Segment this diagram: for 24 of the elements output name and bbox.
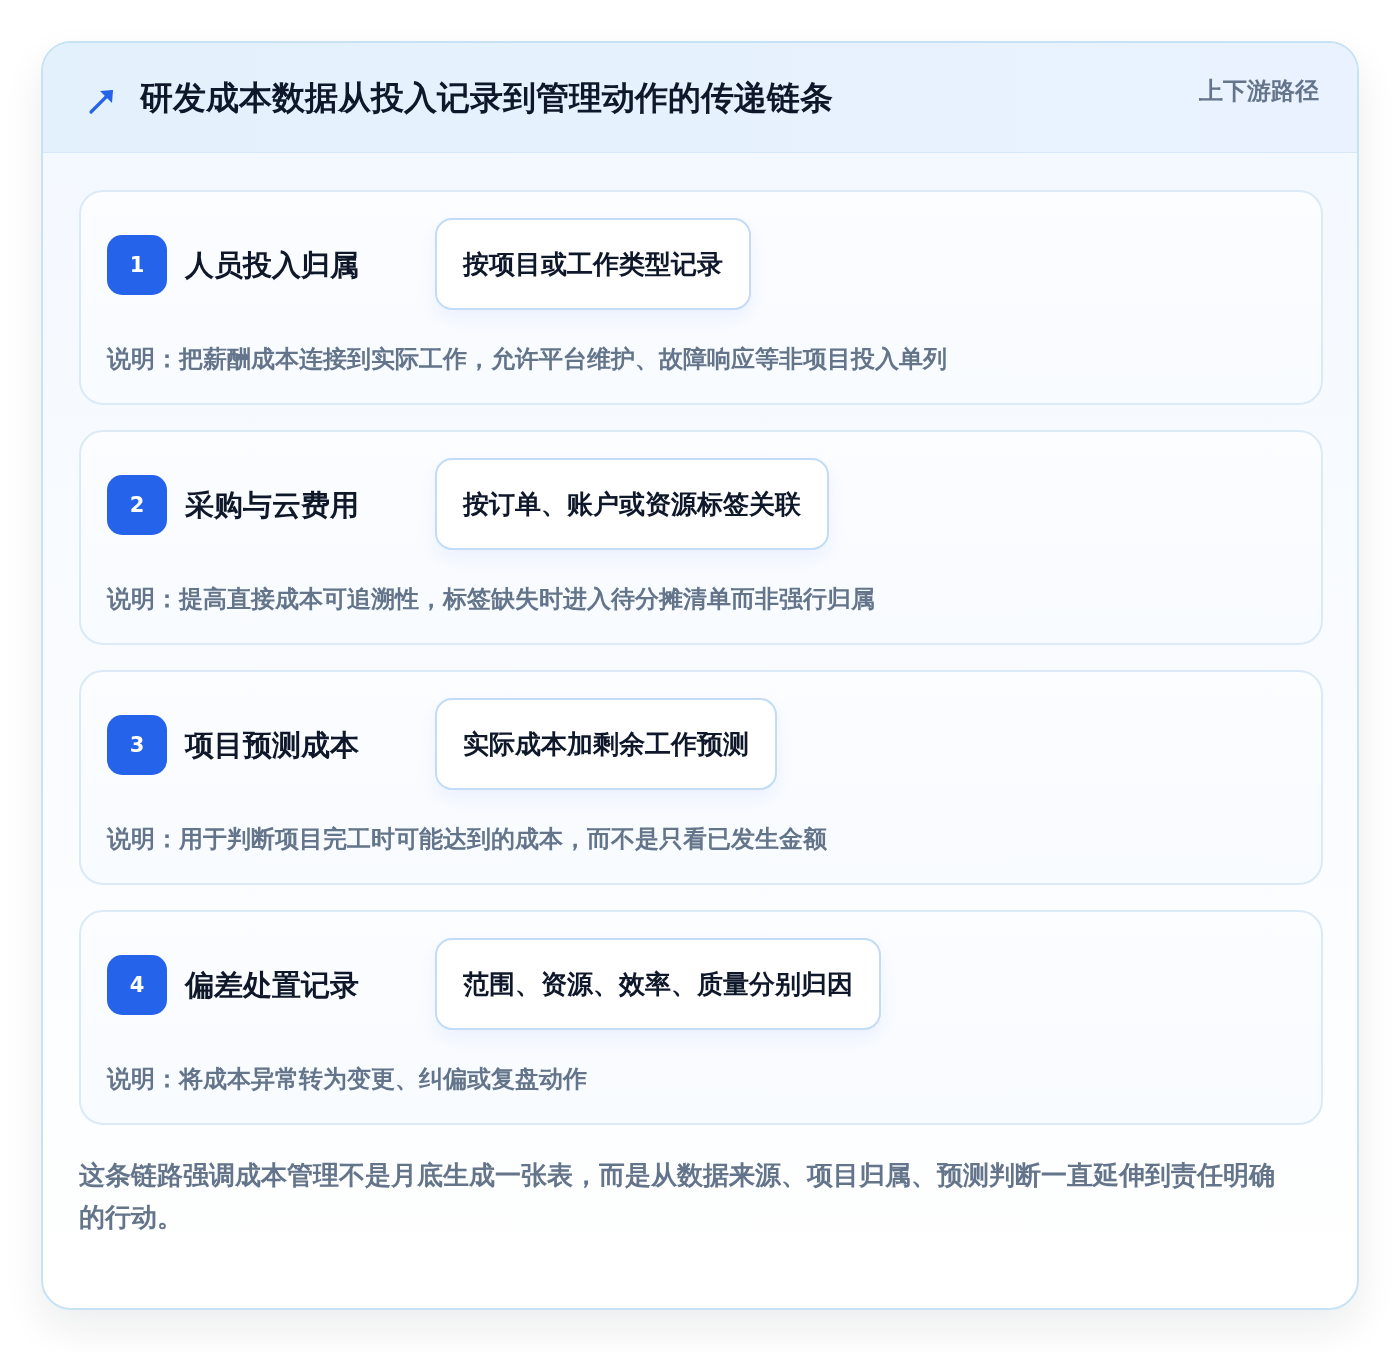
step-number: 3 bbox=[107, 715, 167, 775]
method-tag: 范围、资源、效率、质量分别归因 bbox=[435, 938, 881, 1030]
step-heading: 采购与云费用 bbox=[185, 487, 359, 524]
step-number: 4 bbox=[107, 955, 167, 1015]
summary-text: 这条链路强调成本管理不是月底生成一张表，而是从数据来源、项目归属、预测判断一直延伸到责任明确的行动。 bbox=[79, 1159, 1276, 1234]
step-description: 说明：将成本异常转为变更、纠偏或复盘动作 bbox=[107, 1064, 587, 1095]
method-tag: 按订单、账户或资源标签关联 bbox=[435, 458, 829, 550]
step-panel bbox=[79, 190, 1323, 405]
step-panel bbox=[79, 430, 1323, 645]
method-tag: 实际成本加剩余工作预测 bbox=[435, 698, 777, 790]
step-description: 说明：用于判断项目完工时可能达到的成本，而不是只看已发生金额 bbox=[107, 824, 827, 855]
step-heading: 偏差处置记录 bbox=[185, 967, 359, 1004]
step-description: 说明：把薪酬成本连接到实际工作，允许平台维护、故障响应等非项目投入单列 bbox=[107, 344, 947, 375]
step-number: 1 bbox=[107, 235, 167, 295]
step-panel bbox=[79, 910, 1323, 1125]
step-heading: 项目预测成本 bbox=[185, 727, 359, 764]
step-panel bbox=[79, 670, 1323, 885]
step-description: 说明：提高直接成本可追溯性，标签缺失时进入待分摊清单而非强行归属 bbox=[107, 584, 875, 615]
step-heading: 人员投入归属 bbox=[185, 247, 359, 284]
section-label: 上下游路径 bbox=[1199, 76, 1319, 107]
title-text: 研发成本数据从投入记录到管理动作的传递链条 bbox=[140, 77, 833, 119]
method-tag: 按项目或工作类型记录 bbox=[435, 218, 751, 310]
card-panel bbox=[41, 41, 1359, 1310]
step-number: 2 bbox=[107, 475, 167, 535]
